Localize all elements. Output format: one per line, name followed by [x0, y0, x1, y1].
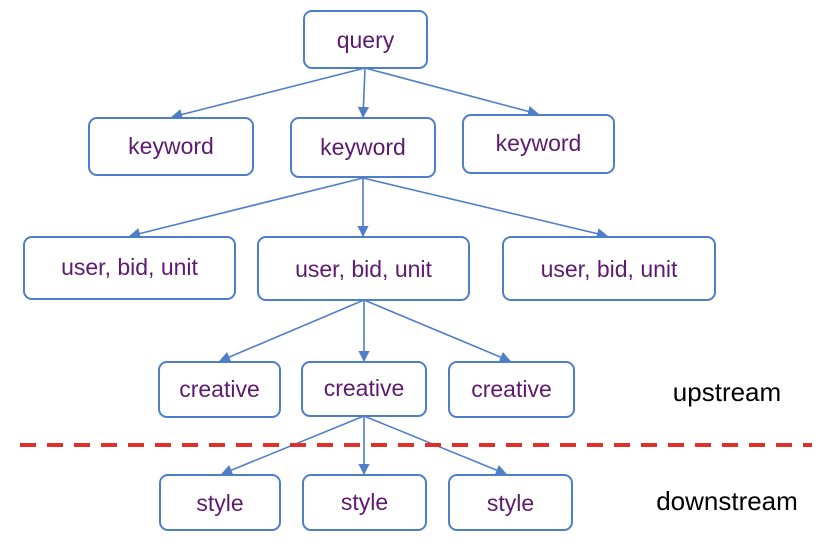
node-style-right[interactable]: style [448, 474, 573, 531]
node-target-center[interactable]: user, bid, unit [257, 236, 470, 301]
node-label: user, bid, unit [541, 256, 678, 282]
node-label: user, bid, unit [61, 254, 198, 280]
edge-query-keyword-right [364, 67, 540, 117]
node-query[interactable]: query [303, 10, 428, 69]
node-label: user, bid, unit [295, 256, 432, 282]
node-label: keyword [496, 130, 582, 156]
edge-keyword-target-right [362, 177, 609, 240]
edge-keyword-target-left [128, 177, 364, 239]
node-keyword-right[interactable]: keyword [462, 114, 615, 174]
node-label: style [341, 489, 388, 515]
node-label: creative [324, 375, 405, 401]
node-keyword-left[interactable]: keyword [88, 117, 254, 176]
node-creative-center[interactable]: creative [301, 361, 427, 417]
node-label: keyword [128, 133, 214, 159]
edge-query-keyword-center [357, 67, 370, 119]
upstream-label: upstream [673, 377, 781, 407]
node-keyword-center[interactable]: keyword [290, 117, 436, 178]
downstream-label: downstream [656, 486, 798, 516]
node-creative-left[interactable]: creative [158, 361, 281, 418]
edge-query-keyword-left [170, 67, 366, 120]
edge-target-creative-left [218, 299, 365, 363]
node-target-left[interactable]: user, bid, unit [23, 236, 236, 300]
edge-target-creative-right [363, 299, 512, 363]
node-creative-right[interactable]: creative [448, 361, 575, 418]
node-label: creative [471, 376, 552, 402]
node-label: creative [179, 376, 260, 402]
node-label: style [196, 490, 243, 516]
node-target-right[interactable]: user, bid, unit [502, 236, 716, 301]
node-label: query [337, 27, 395, 53]
node-style-center[interactable]: style [302, 474, 427, 531]
node-style-left[interactable]: style [159, 474, 281, 531]
node-label: style [487, 490, 534, 516]
node-label: keyword [320, 134, 406, 160]
edges [128, 67, 609, 476]
